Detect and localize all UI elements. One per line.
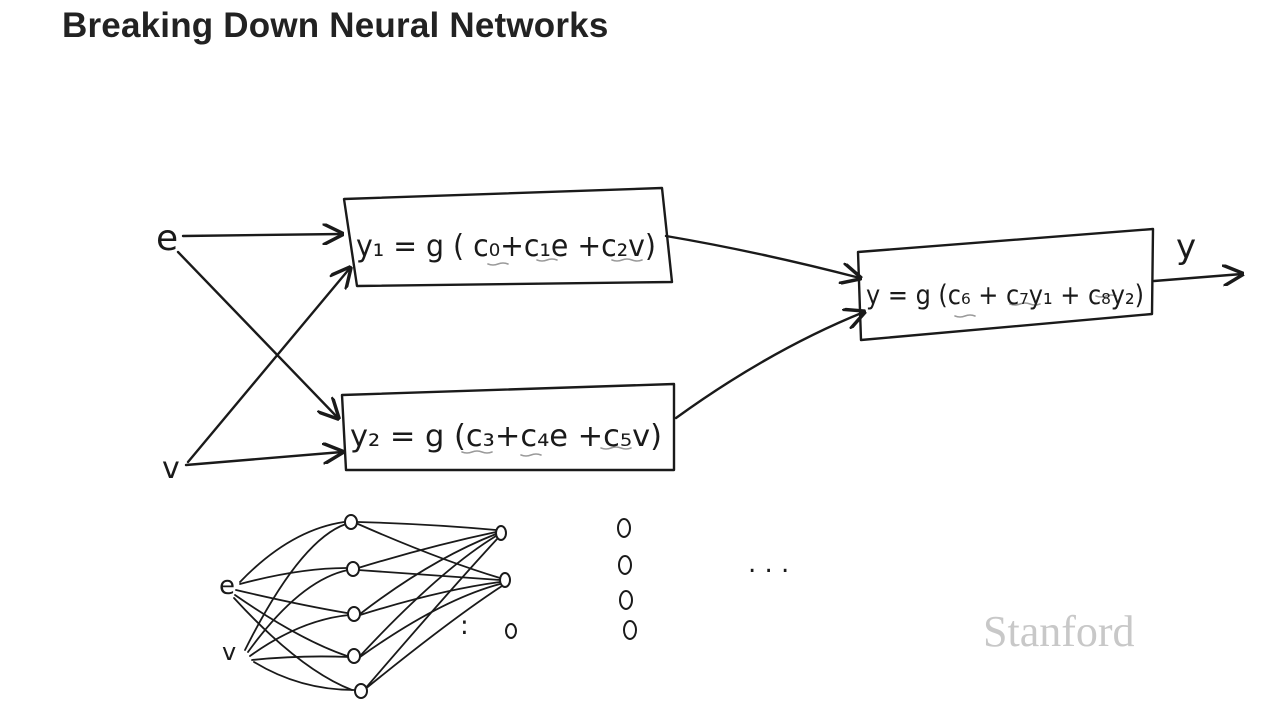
small-node xyxy=(347,606,361,622)
small-node xyxy=(344,514,358,530)
hidden-node-2-equation: y₂ = g (c₃+c₄e +c₅v) xyxy=(350,419,662,454)
edge-e-to-y1 xyxy=(181,234,342,236)
small-node xyxy=(623,620,637,640)
small-network-sketch: e v xyxy=(219,514,789,699)
input-e-label: e xyxy=(156,218,178,259)
horizontal-ellipsis: . . . xyxy=(748,549,789,579)
coefficient-underlines xyxy=(461,258,1117,457)
edge-e-to-y2 xyxy=(176,250,338,418)
small-node xyxy=(505,623,517,639)
small-node xyxy=(495,525,507,541)
edge-y1-to-y xyxy=(664,234,860,278)
small-input-v-label: v xyxy=(222,638,236,666)
output-y-label: y xyxy=(1176,227,1196,267)
edge-y2-to-y xyxy=(674,312,864,420)
small-node xyxy=(617,518,631,538)
edge-v-to-y1 xyxy=(186,268,350,464)
input-v-label: v xyxy=(162,451,180,486)
slide-title: Breaking Down Neural Networks xyxy=(62,6,609,45)
small-input-e-label: e xyxy=(219,571,235,601)
output-node-equation: y = g (c₆ + c₇y₁ + c₈y₂) xyxy=(866,280,1144,311)
small-node xyxy=(346,561,360,577)
edge-v-to-y2 xyxy=(184,452,342,467)
vertical-ellipsis: : xyxy=(460,611,469,641)
small-node xyxy=(619,590,633,610)
edge-output xyxy=(1152,274,1242,281)
stanford-logo: Stanford xyxy=(983,607,1135,656)
hidden-node-1-equation: y₁ = g ( c₀+c₁e +c₂v) xyxy=(356,229,656,264)
small-node xyxy=(618,555,632,575)
small-node xyxy=(354,683,368,699)
small-node xyxy=(499,572,511,588)
hidden-node-1-box xyxy=(342,186,674,288)
small-node xyxy=(347,648,361,664)
